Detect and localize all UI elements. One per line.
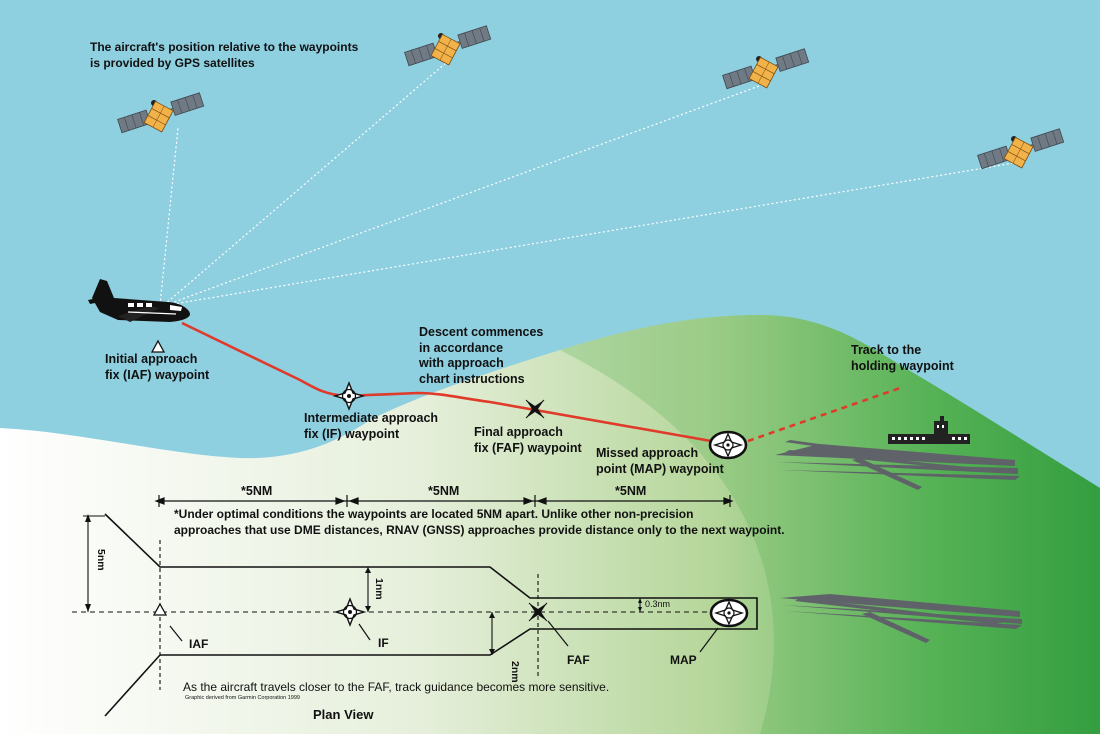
map-label: Missed approach point (MAP) waypoint [596, 446, 724, 476]
faf-label: Final approach fix (FAF) waypoint [474, 425, 582, 455]
plan-view [72, 513, 758, 717]
plan-label-if: IF [378, 636, 389, 650]
dim-label-inner: 1nm [373, 578, 385, 600]
dim-label-map-half: 0.3nm [645, 599, 671, 609]
if-label: Intermediate approach fix (IF) waypoint [304, 411, 439, 441]
buildings-icon [888, 416, 970, 444]
footnote: *Under optimal conditions the waypoints … [174, 507, 785, 537]
iaf-label: Initial approach fix (IAF) waypoint [105, 352, 210, 382]
aircraft-icon [88, 279, 190, 322]
plan-label-iaf: IAF [189, 637, 209, 651]
triangle-waypoint-icon [152, 602, 168, 616]
distance-arrows [154, 495, 734, 507]
descent-note: Descent commences in accordance with app… [419, 325, 544, 386]
ground [0, 315, 1100, 734]
plan-label-faf: FAF [567, 653, 590, 667]
plan-note: As the aircraft travels closer to the FA… [183, 680, 610, 694]
holding-track [747, 386, 901, 443]
distance-label-2: *5NM [428, 484, 460, 498]
triangle-waypoint-icon [150, 339, 166, 353]
gps-caption: The aircraft's position relative to the … [90, 40, 359, 70]
plan-label-map: MAP [670, 653, 697, 667]
hill-shade [560, 315, 1100, 734]
plan-arrowheads [85, 514, 642, 655]
credit: Graphic derived from Garmin Corporation … [185, 695, 300, 701]
dim-label-outer: 5nm [95, 549, 107, 571]
runway-icon [780, 594, 1022, 643]
holding-note: Track to the holding waypoint [851, 343, 954, 373]
distance-label-1: *5NM [241, 484, 273, 498]
distance-label-3: *5NM [615, 484, 647, 498]
plan-title: Plan View [313, 707, 374, 722]
runway-icon [775, 440, 1020, 490]
signal-lines [159, 61, 1015, 306]
approach-track [181, 321, 729, 446]
map-waypoint-icon [709, 598, 749, 628]
